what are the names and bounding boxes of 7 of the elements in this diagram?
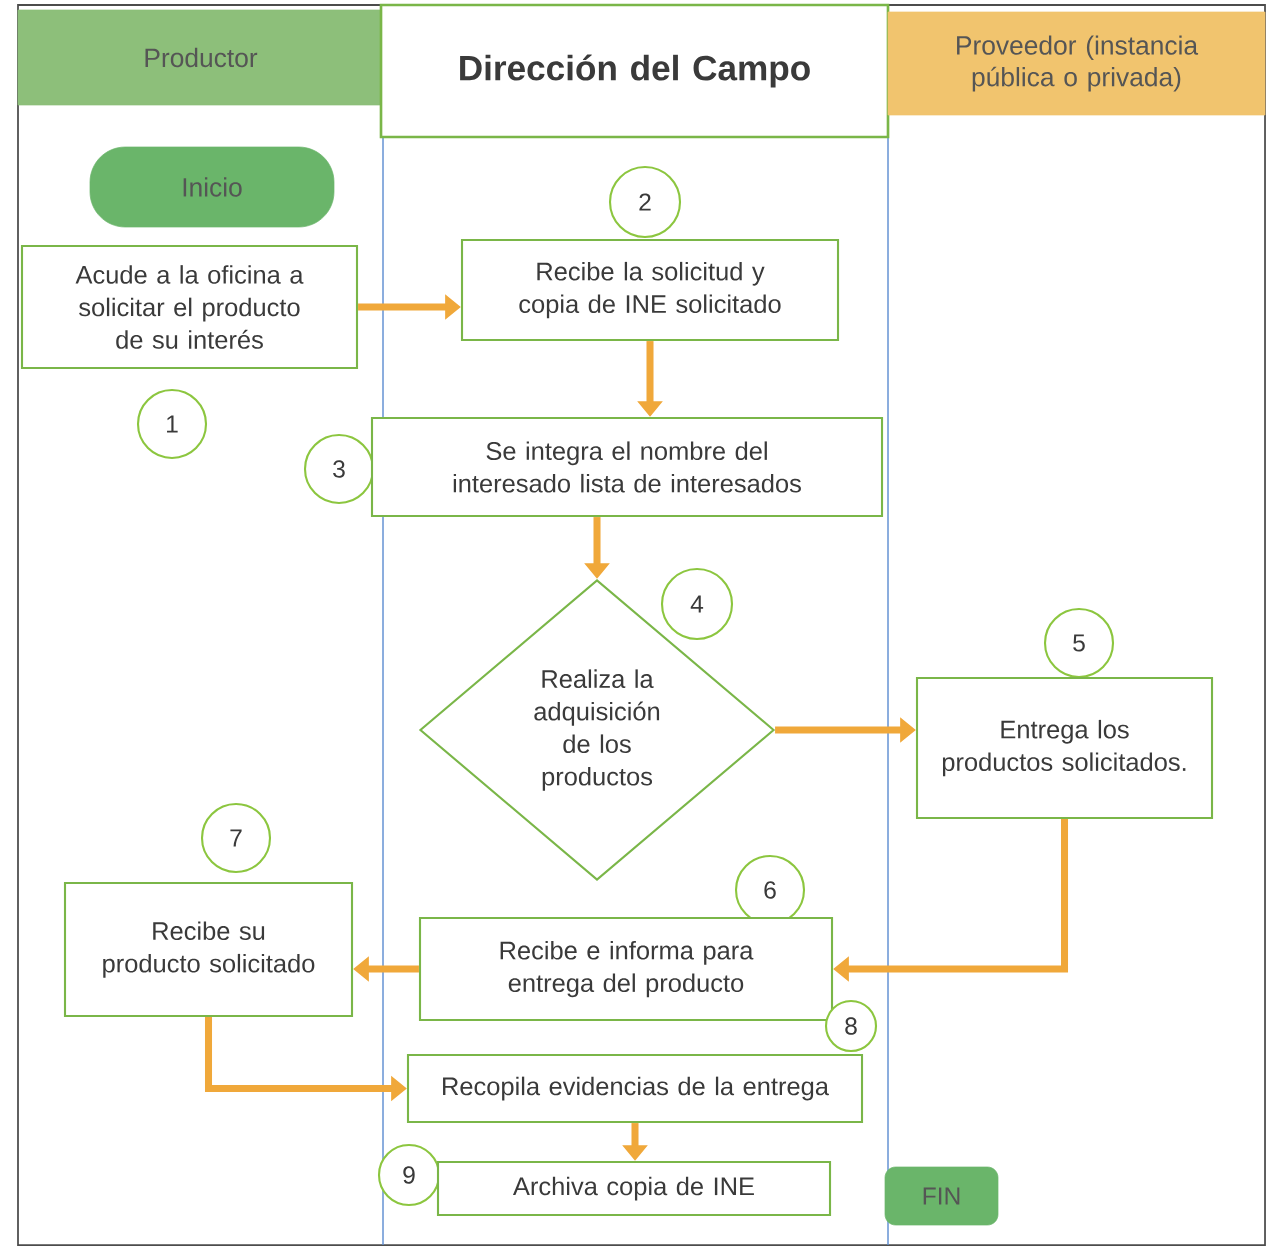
- end-terminal: FIN: [884, 1166, 999, 1226]
- process-box: Acude a la oficina a solicitar el producto de su interés: [20, 244, 359, 370]
- start-terminal: Inicio: [89, 146, 335, 228]
- title-box: Dirección del Campo: [379, 3, 890, 139]
- header-band: Productor: [17, 9, 384, 106]
- process-box: Recibe su producto solicitado: [63, 881, 354, 1018]
- header-band: Proveedor (instancia pública o privada): [887, 11, 1266, 116]
